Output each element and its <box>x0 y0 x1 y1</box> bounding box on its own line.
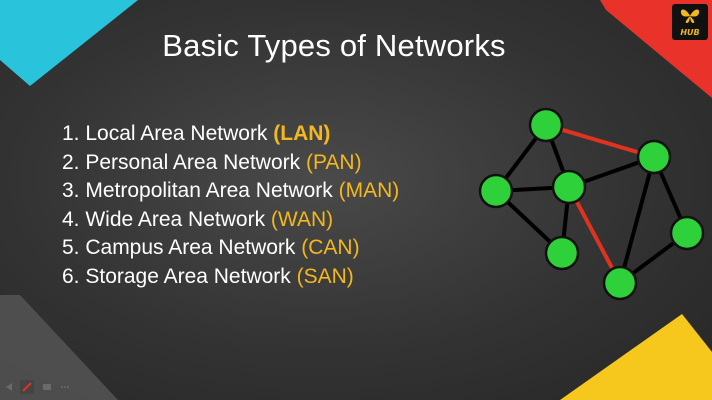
list-item-abbr: (CAN) <box>301 236 360 260</box>
network-node <box>602 265 638 301</box>
list-item: 2. Personal Area Network (PAN) <box>62 149 399 178</box>
corner-gray-shape <box>0 295 118 400</box>
presentation-controls <box>4 380 74 396</box>
list-item: 1. Local Area Network (LAN) <box>62 120 399 149</box>
list-item: 6. Storage Area Network (SAN) <box>62 263 399 292</box>
list-item-abbr: (SAN) <box>296 264 354 288</box>
pen-icon[interactable] <box>20 380 34 394</box>
network-node <box>669 215 705 251</box>
previous-icon[interactable] <box>4 382 14 392</box>
list-item: 5. Campus Area Network (CAN) <box>62 234 399 263</box>
list-item-abbr: (PAN) <box>305 150 362 174</box>
network-node <box>528 107 564 143</box>
list-item: 4. Wide Area Network (WAN) <box>62 206 399 235</box>
more-icon[interactable] <box>60 382 70 392</box>
list-item-label: 1. Local Area Network <box>62 122 274 145</box>
logo-text: HUB <box>680 28 700 37</box>
butterfly-icon <box>680 9 700 23</box>
channel-logo: HUB <box>672 4 708 40</box>
list-item-label: 3. Metropolitan Area Network <box>62 179 339 203</box>
network-node <box>478 173 514 209</box>
list-item-label: 2. Personal Area Network <box>62 150 306 174</box>
network-link-highlight <box>544 123 656 159</box>
corner-cyan-shape <box>0 0 138 86</box>
slides-icon[interactable] <box>42 382 52 392</box>
corner-yellow-shape <box>560 314 712 400</box>
network-type-list: 1. Local Area Network (LAN) 2. Personal … <box>62 120 399 292</box>
network-link-highlight <box>567 185 622 285</box>
network-node <box>544 235 580 271</box>
list-item-abbr: (MAN) <box>338 179 400 203</box>
list-item-label: 4. Wide Area Network <box>62 207 271 231</box>
list-item: 3. Metropolitan Area Network (MAN) <box>62 177 399 206</box>
list-item-label: 6. Storage Area Network <box>62 264 297 288</box>
list-item-abbr: (WAN) <box>270 207 334 231</box>
network-node <box>636 139 672 175</box>
list-item-label: 5. Campus Area Network <box>62 236 302 260</box>
network-diagram <box>478 107 705 301</box>
list-item-abbr: (LAN) <box>273 122 331 145</box>
network-node <box>551 169 587 205</box>
network-link <box>618 155 656 285</box>
slide-title: Basic Types of Networks <box>162 28 506 63</box>
